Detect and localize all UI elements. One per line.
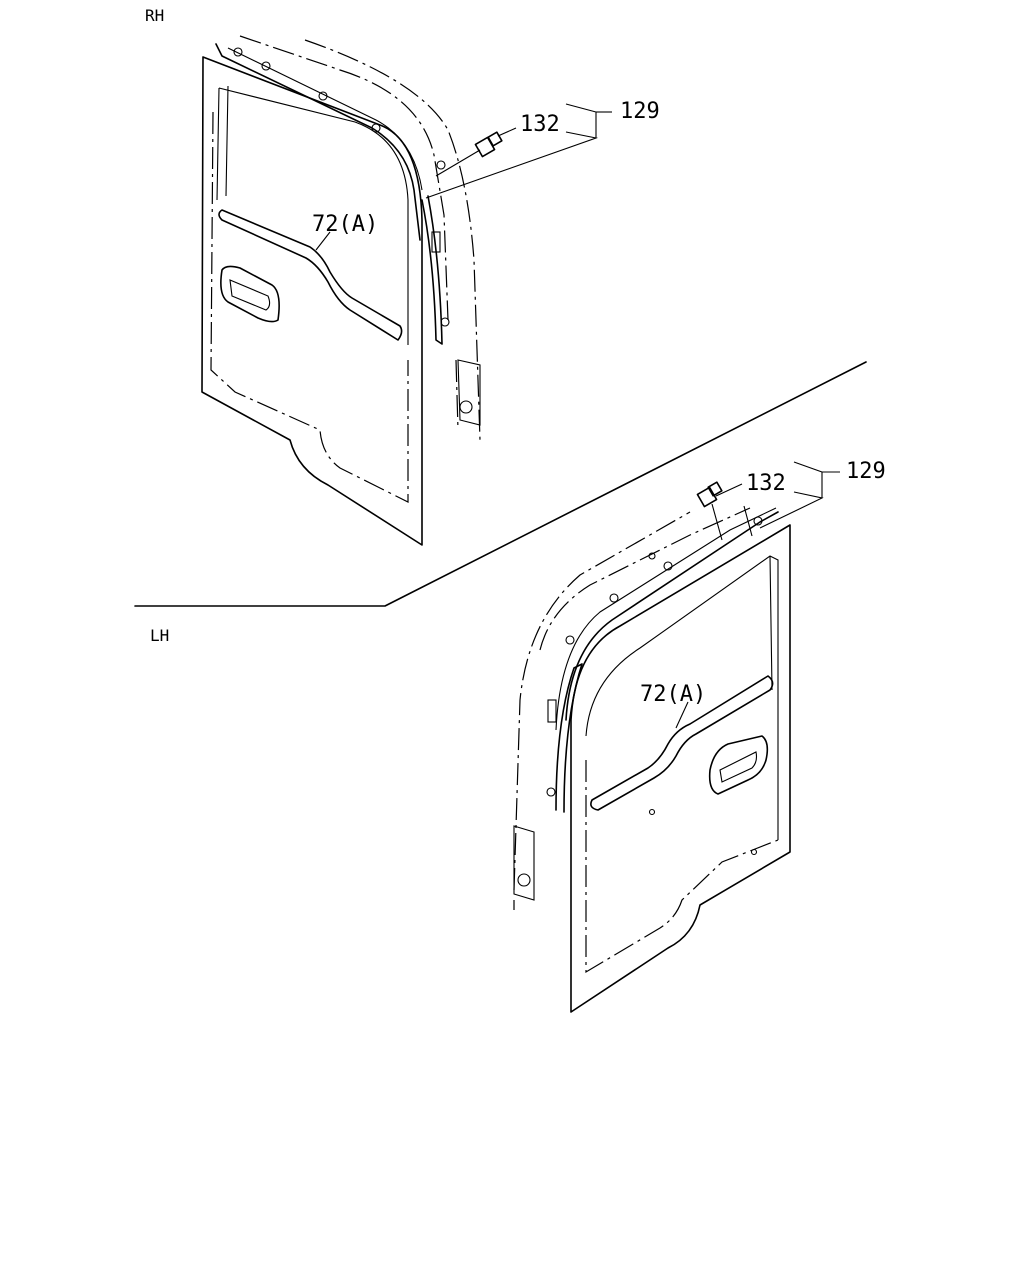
lh-door-drawing: LH: [150, 459, 886, 1013]
lh-label-72a: 72(A): [640, 682, 706, 707]
rh-side-label: RH: [145, 6, 164, 25]
rh-door-drawing: RH: [145, 6, 660, 546]
rh-label-132: 132: [520, 112, 560, 137]
section-divider: [134, 361, 867, 607]
lh-label-129: 129: [846, 459, 886, 484]
rh-label-129: 129: [620, 99, 660, 124]
lh-label-132: 132: [746, 471, 786, 496]
rh-label-72a: 72(A): [312, 212, 378, 237]
rh-fastener-132: [435, 131, 503, 177]
lh-fastener-132: [696, 481, 753, 541]
lh-side-label: LH: [150, 626, 169, 645]
